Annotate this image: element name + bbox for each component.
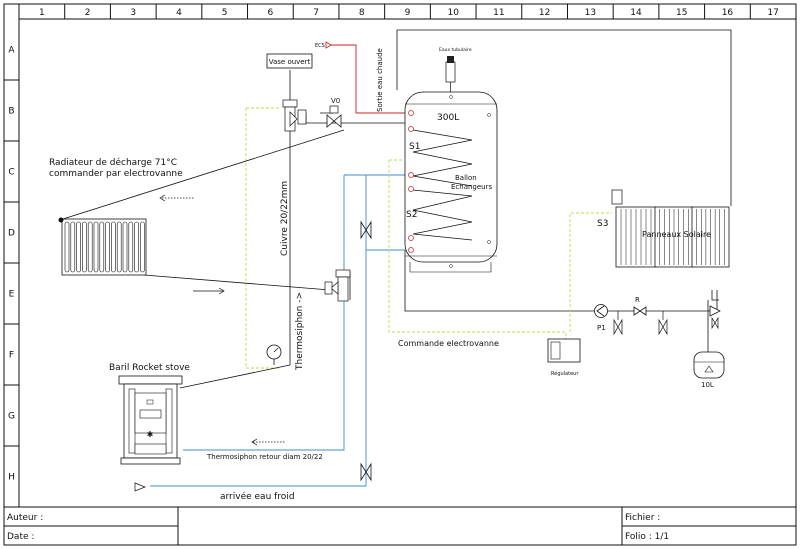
hot-water-pipe [331,44,405,114]
control-wire-s3 [569,212,612,332]
upper-coil [412,129,473,187]
row-label: B [8,107,14,117]
panel-supply-pipe [397,29,732,206]
cold-inlet-icon [134,482,146,492]
solar-panels [611,189,730,268]
column-label: 4 [176,8,182,18]
cold-water-inlet-pipe [150,175,367,487]
heater-cap [447,56,454,63]
p1-label: P1 [597,324,606,332]
column-label: 1 [39,8,45,18]
column-label: 6 [268,8,274,18]
flame-icon: ✱ [147,430,154,439]
safety-valve-icon [709,305,721,330]
pump-line [608,290,718,312]
arrivee-label: arrivée eau froid [220,491,295,502]
cuivre-label: Cuivre 20/22mm [280,181,290,256]
column-label: 12 [539,8,550,18]
echangeurs-label: Echangeurs [451,183,492,191]
row-label: A [8,46,15,56]
control-wire-left [245,108,281,369]
control-wire-regulator [388,160,567,340]
folio-field: Folio : 1/1 [625,532,669,542]
column-label: 5 [222,8,228,18]
v0-label: V0 [331,97,340,105]
column-label: 16 [722,8,734,18]
cold-valve-upper-icon [360,220,372,240]
lower-coil [412,189,473,241]
column-label: 8 [359,8,365,18]
pressure-gauge-icon [266,344,282,365]
drain-valves-icon [613,311,668,336]
row-label: D [8,229,15,239]
thermosiphon-return-pipe [183,175,345,451]
expansion-label: 10L [701,381,714,389]
column-label: 17 [767,8,778,18]
sortie-label: Sortie eau chaude [376,48,384,112]
pump-p1-icon [594,304,608,318]
radiator-supply-line [62,129,345,220]
stove-link-line [179,364,291,389]
row-label: E [9,290,15,300]
r-label: R [635,296,640,304]
column-label: 2 [85,8,91,18]
row-label: H [8,473,15,483]
regulator-box [547,338,581,363]
radiator-return-line [143,274,331,291]
expansion-tee [711,290,719,301]
regulator-label: Régulateur [551,370,579,377]
row-header: A B C D E F G H [4,46,19,483]
radiator-label-2: commander par electrovanne [49,169,183,179]
radiator-label-1: Radiateur de décharge 71°C [49,157,177,168]
column-label: 9 [405,8,411,18]
check-valve-r-icon [633,306,647,316]
title-block: Auteur : Date : Fichier : Folio : 1/1 [4,507,796,545]
rocket-stove: ✱ [118,375,183,465]
column-label: 14 [630,8,642,18]
column-label: 7 [313,8,319,18]
storage-tank [404,91,498,263]
date-field: Date : [7,532,34,542]
tank-volume-label: 300L [437,113,459,123]
s1-label: S1 [409,142,420,152]
column-label: 11 [493,8,504,18]
ecs-arrow-icon [325,41,332,49]
ecs-label: ECS [315,43,325,49]
commande-label: Commande electrovanne [398,339,499,348]
discharge-radiator [58,217,147,276]
open-vessel [266,53,313,69]
cold-valve-lower-icon [360,462,372,482]
retour-label: Thermosiphon retour diam 20/22 [206,453,323,461]
mixing-valve-icon [282,99,307,132]
panels-label: Panneaux Solaire [642,230,711,239]
solar-return-pipe [404,250,594,312]
column-label: 13 [585,8,596,18]
eaux-tubulaire-label: Eaux tubulaire [439,47,472,53]
stove-label: Baril Rocket stove [109,363,190,373]
column-label: 15 [676,8,687,18]
auteur-field: Auteur : [7,513,43,523]
row-label: F [9,351,14,361]
row-label: G [8,412,15,422]
tubular-heater [445,61,456,83]
column-label: 10 [447,8,459,18]
expansion-vessel [693,351,725,379]
v0-valve-icon [326,105,342,128]
tank-base [409,262,492,273]
tank-ports [408,110,414,253]
row-label: C [8,168,14,178]
flow-arrows [159,194,286,446]
outer-frame [3,3,797,546]
radiator-valve-icon [324,269,351,302]
fichier-field: Fichier : [625,513,660,523]
s3-label: S3 [597,219,608,229]
column-label: 3 [130,8,136,18]
s2-label: S2 [406,210,417,220]
thermosiphon-label: Thermosiphon -> [295,292,305,371]
ballon-label: Ballon [455,174,477,182]
vase-label: Vase ouvert [269,58,311,66]
